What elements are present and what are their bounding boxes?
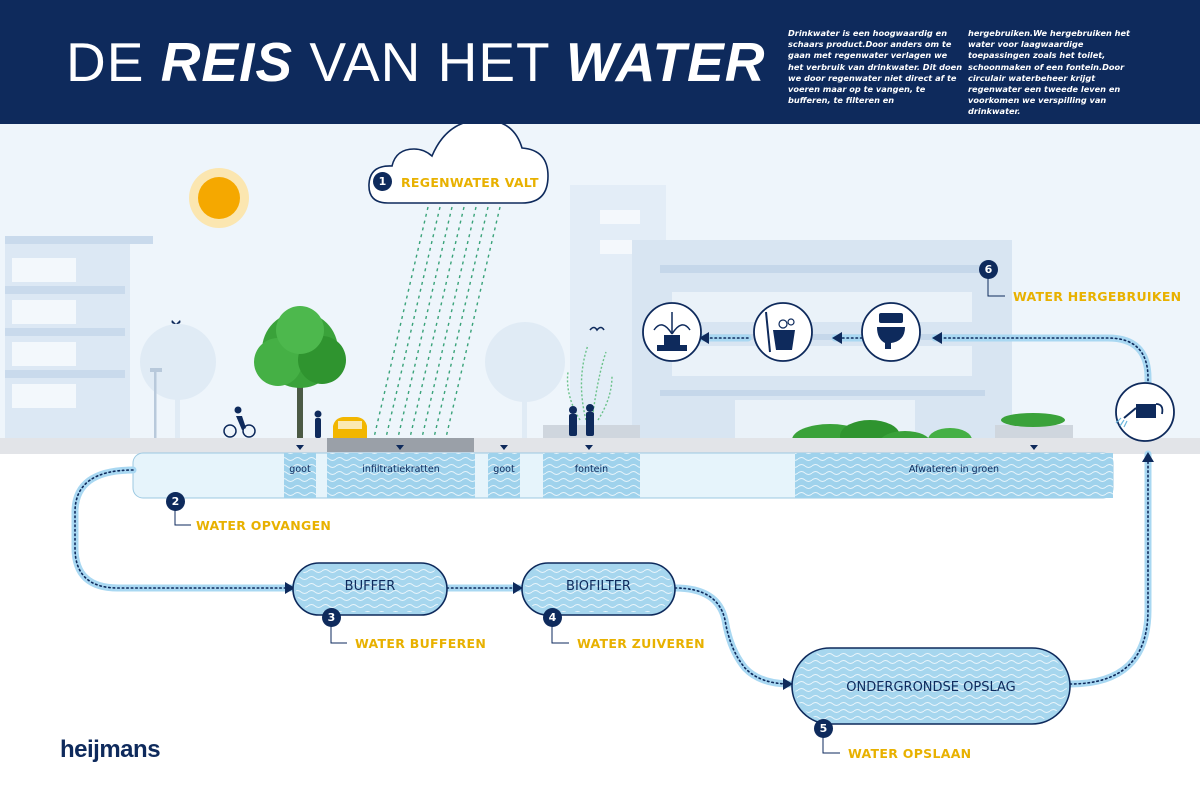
step-2-number: 2: [166, 492, 185, 511]
toilet-icon: [861, 302, 921, 362]
child-figure-icon: [314, 410, 322, 438]
intro-text-column-2: hergebruiken.We hergebruiken het water v…: [968, 28, 1130, 117]
street-lamp: [150, 368, 162, 438]
scene-illustration: [0, 124, 1200, 754]
planter-box: [995, 425, 1073, 440]
tree-pale-left: [140, 324, 216, 440]
step-5-number: 5: [814, 719, 833, 738]
butterfly-icon: [171, 320, 181, 324]
storage-tank-label: ONDERGRONDSE OPSLAG: [846, 680, 1016, 695]
step-6-number: 6: [979, 260, 998, 279]
street: [0, 438, 1200, 454]
step-4-label: WATER ZUIVEREN: [577, 636, 705, 651]
intro-text-column-1: Drinkwater is een hoogwaardig en schaars…: [788, 28, 963, 106]
step-6-label: WATER HERGEBRUIKEN: [1013, 289, 1182, 304]
tree-green: [254, 306, 346, 441]
rain-lines: [371, 206, 501, 447]
buffer-tank: [292, 562, 448, 616]
segment-label-goot-1: goot: [289, 464, 311, 475]
sun-icon: [189, 168, 249, 228]
car-icon: [333, 417, 367, 440]
step-4-number: 4: [543, 608, 562, 627]
storage-tank: [791, 647, 1071, 725]
title-word-van-het: VAN HET: [309, 31, 550, 93]
label-leader-lines: [174, 277, 1005, 754]
biofilter-tank-label: BIOFILTER: [566, 579, 631, 594]
flow-arrowheads: [285, 332, 1154, 690]
building-left: [5, 236, 153, 440]
cleaning-bucket-icon: [753, 302, 813, 362]
segment-label-goot-2: goot: [493, 464, 515, 475]
tree-pale-middle: [485, 322, 565, 440]
water-segments: [284, 453, 1113, 498]
step-5-label: WATER OPSLAAN: [848, 746, 972, 761]
step-2-label: WATER OPVANGEN: [196, 518, 332, 533]
page-title: DE REIS VAN HET WATER: [66, 30, 765, 94]
planter-greenery: [1001, 413, 1065, 427]
scene: 1 2 3 4 5 6 REGENWATER VALT WATER OPVANG…: [0, 124, 1200, 800]
step-1-number: 1: [373, 172, 392, 191]
fountain-sprays: [566, 344, 613, 421]
step-3-number: 3: [322, 608, 341, 627]
title-word-reis: REIS: [160, 31, 294, 93]
cloud-icon: [368, 124, 549, 204]
header-banner: DE REIS VAN HET WATER Drinkwater is een …: [0, 0, 1200, 124]
buffer-tank-label: BUFFER: [344, 579, 396, 594]
drain-markers: [296, 445, 1038, 450]
flow-pipes: [71, 334, 1152, 688]
people-at-fountain-icon: [569, 404, 594, 436]
segment-label-infiltratiekratten: infiltratiekratten: [362, 464, 440, 475]
title-word-de: DE: [66, 31, 145, 93]
step-1-label: REGENWATER VALT: [401, 175, 539, 190]
biofilter-tank: [521, 562, 676, 616]
title-word-water: WATER: [565, 31, 766, 93]
heijmans-logo: heijmans: [60, 736, 161, 763]
bird-icon: [589, 326, 605, 332]
step-3-label: WATER BUFFEREN: [355, 636, 487, 651]
cyclist-icon: [223, 406, 256, 438]
fountain-icon: [642, 302, 702, 362]
segment-label-fontein: fontein: [574, 464, 609, 475]
watering-can-icon: [1115, 382, 1175, 442]
segment-label-afwateren-in-groen: Afwateren in groen: [908, 464, 1000, 475]
